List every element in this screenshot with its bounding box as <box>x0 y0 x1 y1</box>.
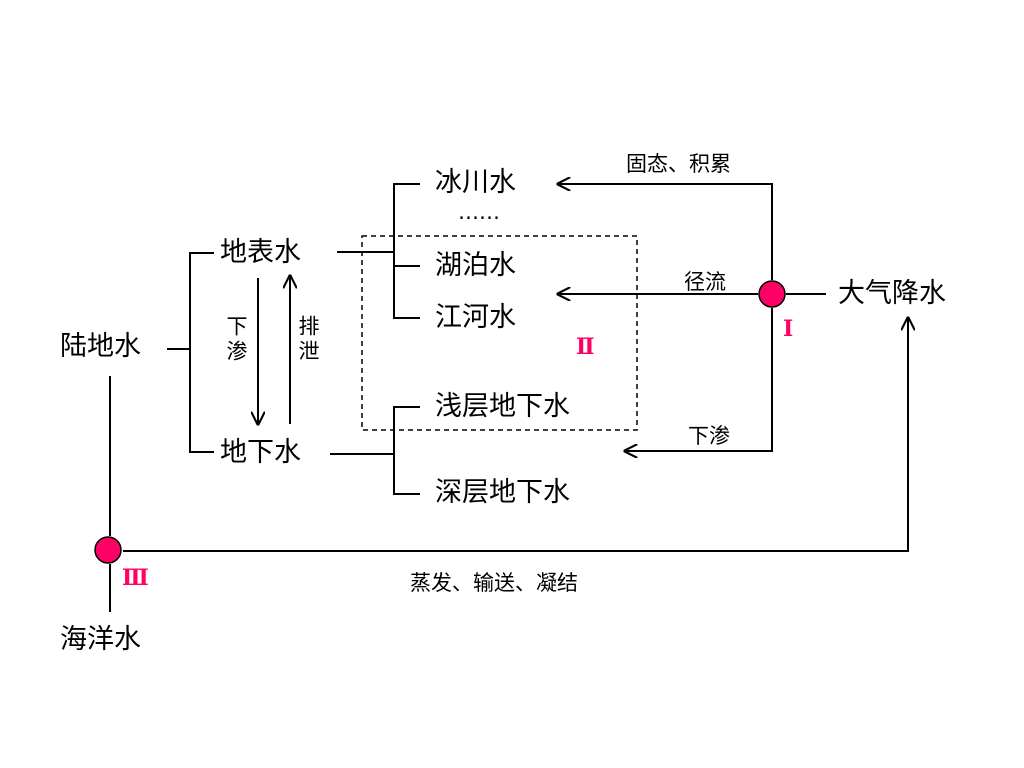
roman-numeral-2: Ⅱ <box>576 334 595 360</box>
deep-groundwater-label: 深层地下水 <box>435 477 570 508</box>
infiltration-line <box>625 308 773 451</box>
runoff-label: 径流 <box>684 270 726 294</box>
lake-water-label: 湖泊水 <box>435 250 516 281</box>
infiltration-down-label: 下渗 <box>224 315 248 365</box>
evaporation-line <box>123 318 908 552</box>
surface-water-label: 地表水 <box>220 237 301 268</box>
surface-water-bracket <box>393 183 420 319</box>
glacier-flow-line <box>558 184 773 280</box>
groundwater-bracket <box>393 406 420 495</box>
shallow-groundwater-label: 浅层地下水 <box>435 391 570 422</box>
node-precipitation <box>758 280 786 308</box>
glacier-water-label: 冰川水 <box>435 167 516 198</box>
solid-accumulation-label: 固态、积累 <box>626 152 731 176</box>
surface-exchange-dashed-box <box>361 235 638 431</box>
ellipsis-label: …… <box>458 200 500 224</box>
node-ocean <box>94 536 122 564</box>
infiltration-label: 下渗 <box>688 424 730 448</box>
drainage-label: 排泄 <box>296 315 320 365</box>
land-water-bracket <box>189 252 214 453</box>
river-water-label: 江河水 <box>435 302 516 333</box>
precipitation-label: 大气降水 <box>838 278 946 309</box>
evap-transport-condense-label: 蒸发、输送、凝结 <box>410 571 578 595</box>
land-water-label: 陆地水 <box>60 331 141 362</box>
groundwater-label: 地下水 <box>220 437 301 468</box>
ocean-water-label: 海洋水 <box>60 624 141 655</box>
roman-numeral-3: Ⅲ <box>122 565 149 591</box>
roman-numeral-1: Ⅰ <box>783 316 794 342</box>
